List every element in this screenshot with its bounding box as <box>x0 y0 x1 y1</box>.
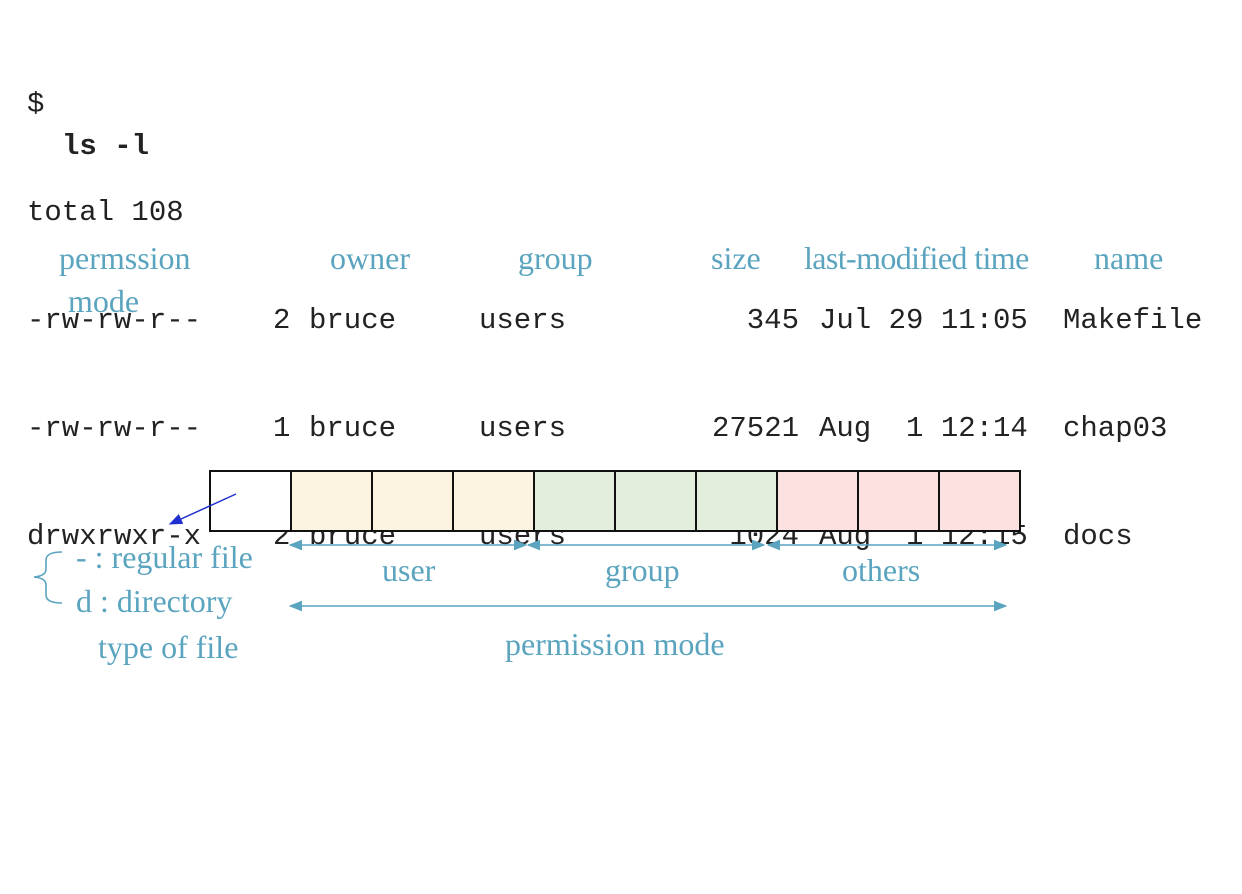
command: ls -l <box>62 130 150 163</box>
label-owner: owner <box>330 240 410 276</box>
row-owner: bruce <box>309 304 397 337</box>
list-row-chap03: -rw-rw-r-- 1 bruce users 27521 Aug 1 12:… <box>27 408 1227 450</box>
label-others: others <box>842 552 921 588</box>
diagram-arrows <box>33 493 1008 612</box>
label-last-modified-time: last-modified time <box>804 240 1029 276</box>
label-group-bits: group <box>605 552 680 588</box>
user-bit-cell <box>371 470 454 532</box>
label-permission-mode: mode <box>68 283 140 319</box>
label-user: user <box>382 552 436 588</box>
label-regular-file: - : regular file <box>76 539 253 575</box>
label-permission: permssion <box>59 240 191 276</box>
group-bit-cell <box>695 470 778 532</box>
row-links: 2 <box>273 304 291 337</box>
label-permission-mode-span: permission mode <box>505 626 725 662</box>
row-group: users <box>479 304 567 337</box>
others-bit-cell <box>938 470 1021 532</box>
label-type-of-file: type of file <box>98 629 239 665</box>
permission-bits-diagram <box>209 470 1021 532</box>
row-name: chap03 <box>1063 412 1168 445</box>
total-line: total 108 <box>27 192 1227 234</box>
others-bit-cell <box>857 470 940 532</box>
row-time: Aug 1 12:14 <box>819 412 1028 445</box>
group-bit-cell <box>614 470 697 532</box>
row-name: docs <box>1063 520 1133 553</box>
command-line: $ ls -l <box>27 84 1227 163</box>
row-permission: -rw-rw-r-- <box>27 304 202 337</box>
others-bit-cell <box>776 470 859 532</box>
group-bit-cell <box>533 470 616 532</box>
user-bit-cell <box>290 470 373 532</box>
label-group: group <box>518 240 593 276</box>
total-text: total 108 <box>27 196 184 229</box>
file-type-cell <box>209 470 292 532</box>
row-permission: -rw-rw-r-- <box>27 412 202 445</box>
label-name: name <box>1094 240 1164 276</box>
list-row-makefile: -rw-rw-r-- 2 bruce users 345 Jul 29 11:0… <box>27 300 1227 342</box>
file-type-pointer-arrow <box>168 493 237 525</box>
type-brace <box>33 551 63 604</box>
row-size: 27521 <box>711 412 799 445</box>
row-name: Makefile <box>1063 304 1203 337</box>
label-size: size <box>711 240 761 276</box>
row-time: Jul 29 11:05 <box>819 304 1028 337</box>
row-size: 345 <box>746 304 799 337</box>
row-links: 1 <box>273 412 291 445</box>
user-bit-cell <box>452 470 535 532</box>
row-owner: bruce <box>309 412 397 445</box>
row-permission: drwxrwxr-x <box>27 520 202 553</box>
prompt: $ <box>27 88 62 121</box>
label-directory: d : directory <box>76 583 233 619</box>
row-group: users <box>479 412 567 445</box>
